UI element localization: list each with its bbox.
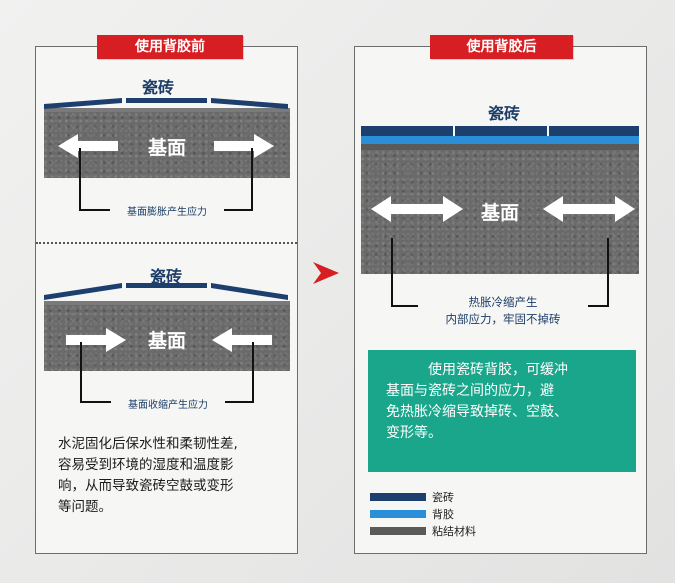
tile-segment (211, 98, 288, 109)
legend-item-bonding: 粘结材料 (370, 523, 476, 539)
tile-segment (361, 126, 453, 136)
legend-label: 瓷砖 (432, 491, 454, 504)
arrow-left-icon (212, 328, 272, 352)
legend-label: 背胶 (432, 508, 454, 521)
bottom-base-label: 基面 (147, 330, 186, 352)
glue-layer (361, 136, 639, 144)
double-arrow-icon (371, 196, 463, 222)
description-line: 水泥固化后保水性和柔韧性差, (58, 436, 238, 452)
tile-segment (549, 126, 639, 136)
arrow-left-icon (58, 134, 118, 158)
description-line: 容易受到环境的湿度和温度影 (58, 457, 234, 473)
bonding-layer (361, 144, 639, 150)
caption-line: 内部应力，牢固不掉砖 (445, 312, 561, 326)
top-tiles-convex (44, 98, 290, 112)
legend-swatch (370, 493, 426, 501)
right-bidirectional-arrows (371, 196, 635, 222)
tile-segment (44, 98, 122, 109)
tile-segment (44, 283, 122, 300)
tile-segment (126, 98, 207, 103)
right-tile-label: 瓷砖 (487, 104, 520, 123)
legend-item-glue: 背胶 (370, 506, 454, 522)
divider (36, 242, 297, 244)
transition-arrow-icon (313, 262, 339, 284)
top-tile-adhesive-layer (44, 108, 290, 112)
right-panel-title: 使用背胶后 (430, 35, 573, 59)
top-base-label: 基面 (147, 137, 186, 159)
bottom-tile-adhesive-layer (44, 301, 290, 305)
bottom-tile-label: 瓷砖 (149, 267, 182, 286)
double-arrow-icon (543, 196, 635, 222)
legend-swatch (370, 510, 426, 518)
right-base-label: 基面 (480, 202, 519, 224)
legend-item-tile: 瓷砖 (370, 489, 454, 505)
info-line: 变形等。 (386, 425, 442, 441)
info-box: 使用瓷砖背胶，可缓冲 基面与瓷砖之间的应力，避 免热胀冷缩导致掉砖、空鼓、 变形… (368, 350, 636, 472)
tile-segment (455, 126, 547, 136)
bottom-contraction-arrows (66, 328, 272, 352)
caption-line: 热胀冷缩产生 (468, 295, 538, 309)
top-caption: 基面膨胀产生应力 (110, 203, 224, 218)
description-line: 响，从而导致瓷砖空鼓或变形 (58, 478, 234, 494)
info-line: 基面与瓷砖之间的应力，避 (386, 383, 554, 399)
left-panel-title: 使用背胶前 (97, 35, 243, 59)
top-expansion-arrows (58, 134, 274, 158)
tile-segment (211, 283, 288, 300)
description-line: 等问题。 (58, 499, 112, 515)
top-tile-label: 瓷砖 (141, 78, 174, 97)
left-description: 水泥固化后保水性和柔韧性差, 容易受到环境的湿度和温度影 响，从而导致瓷砖空鼓或… (58, 434, 288, 518)
right-tiles-flat (361, 126, 639, 150)
arrow-right-icon (214, 134, 274, 158)
bottom-caption: 基面收缩产生应力 (111, 396, 225, 411)
arrow-right-icon (66, 328, 126, 352)
legend-swatch (370, 527, 426, 535)
tile-segment (126, 283, 207, 288)
right-caption: 热胀冷缩产生 内部应力，牢固不掉砖 (418, 294, 588, 328)
bottom-tiles-concave (44, 283, 290, 305)
info-line: 使用瓷砖背胶，可缓冲 (428, 362, 568, 378)
legend-label: 粘结材料 (432, 525, 476, 538)
info-line: 免热胀冷缩导致掉砖、空鼓、 (386, 404, 568, 420)
